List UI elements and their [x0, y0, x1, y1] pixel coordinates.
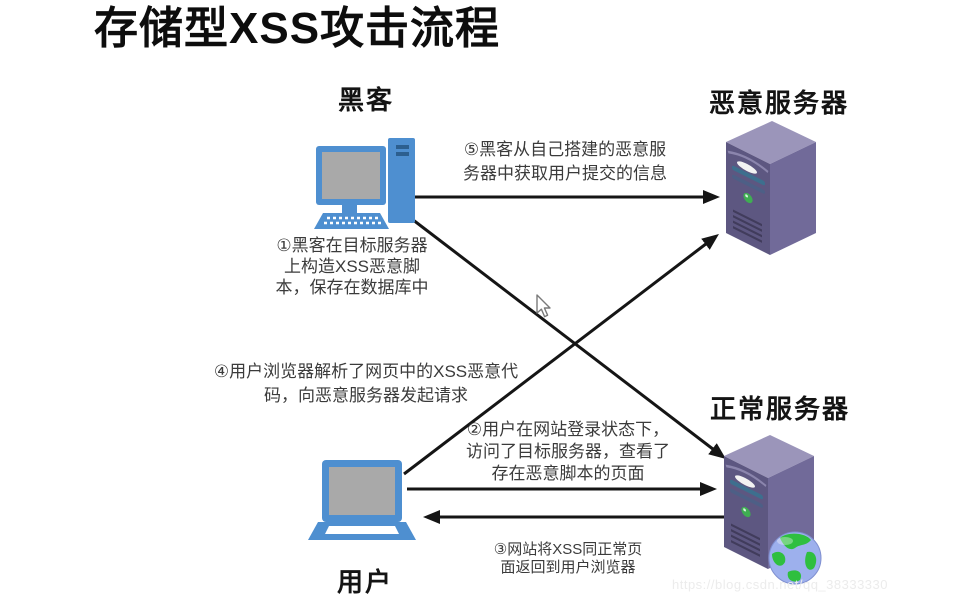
- watermark: https://blog.csdn.net/qq_38333330: [672, 577, 888, 592]
- malicious-server-icon: [726, 121, 816, 255]
- hacker-label: 黑客: [337, 85, 394, 115]
- step1-annotation: ①黑客在目标服务器 上构造XSS恶意脚 本，保存在数据库中: [275, 236, 429, 297]
- mouse-cursor-icon: [536, 294, 551, 318]
- globe-icon: [768, 531, 822, 585]
- step5-annotation: ⑤黑客从自己搭建的恶意服 务器中获取用户提交的信息: [463, 140, 667, 183]
- arrow-hacker-to-normal-server: [403, 211, 726, 460]
- malicious-server-label: 恶意服务器: [708, 88, 849, 118]
- step2-annotation: ②用户在网站登录状态下， 访问了目标服务器，查看了 存在恶意脚本的页面: [466, 420, 670, 483]
- hacker-desktop-computer-icon: [314, 138, 415, 229]
- user-laptop-icon: [308, 460, 416, 540]
- arrow-user-to-malicious-server: [403, 233, 719, 476]
- step3-annotation: ③网站将XSS同正常页 面返回到用户浏览器: [493, 541, 643, 576]
- page-title: 存储型XSS攻击流程: [94, 4, 501, 53]
- step4-annotation: ④用户浏览器解析了网页中的XSS恶意代 码，向恶意服务器发起请求: [213, 362, 519, 405]
- user-label: 用户: [336, 567, 393, 597]
- normal-server-label: 正常服务器: [709, 394, 850, 424]
